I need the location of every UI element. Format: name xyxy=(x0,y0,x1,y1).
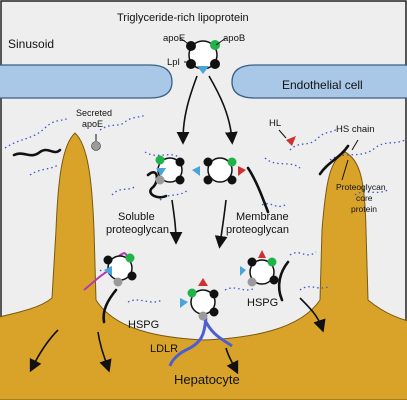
hepatocyte xyxy=(0,132,407,400)
leader-lines xyxy=(95,37,359,181)
lipoprotein-particle-ldlr xyxy=(180,278,219,321)
label-secreted-line2: apoE xyxy=(82,119,103,129)
endothelial-cell-left xyxy=(0,64,173,99)
proteoglycan-core-proteins xyxy=(12,144,350,324)
label-hspg-right: HSPG xyxy=(247,297,278,309)
hl-enzyme xyxy=(286,136,296,146)
ldlr-receptor xyxy=(168,317,208,367)
label-hspg-left: HSPG xyxy=(128,319,159,331)
label-hl: HL xyxy=(269,118,281,129)
label-hs-chain: HS chain xyxy=(336,124,375,135)
label-sinusoid: Sinusoid xyxy=(8,37,54,51)
label-soluble-line1: Soluble xyxy=(118,211,155,223)
lipoprotein-particle-hspg-left xyxy=(103,253,137,287)
label-membrane-line1: Membrane xyxy=(236,211,289,223)
label-apob: apoB xyxy=(223,33,245,44)
label-proteoglycan-line2: core xyxy=(356,193,373,203)
label-lpl: Lpl xyxy=(167,57,180,68)
label-membrane-line2: proteoglycan xyxy=(226,224,289,236)
label-proteoglycan-line3: protein xyxy=(351,204,377,214)
lipoprotein-particle-soluble xyxy=(155,155,185,185)
label-triglyceride-rich-lipoprotein: Triglyceride-rich lipoprotein xyxy=(117,12,249,24)
lipoprotein-particle-top xyxy=(186,40,220,74)
ldlr-receptor-arm xyxy=(202,317,233,348)
lipoprotein-particle-hspg-right xyxy=(240,250,279,287)
endothelial-cell-right xyxy=(231,64,407,99)
lipoprotein-particle-membrane xyxy=(192,157,246,185)
label-hepatocyte: Hepatocyte xyxy=(174,372,240,387)
label-proteoglycan-line1: Proteoglycan xyxy=(336,182,386,192)
hs-chains xyxy=(4,114,406,303)
label-apoe: apoE xyxy=(163,33,185,44)
flow-arrows xyxy=(29,75,326,375)
label-ldlr: LDLR xyxy=(150,343,178,355)
label-secreted-line1: Secreted xyxy=(76,108,112,118)
label-soluble-line2: proteoglycan xyxy=(106,224,169,236)
secreted-apoE-dot xyxy=(91,141,101,151)
label-endothelial-cell: Endothelial cell xyxy=(282,78,363,92)
